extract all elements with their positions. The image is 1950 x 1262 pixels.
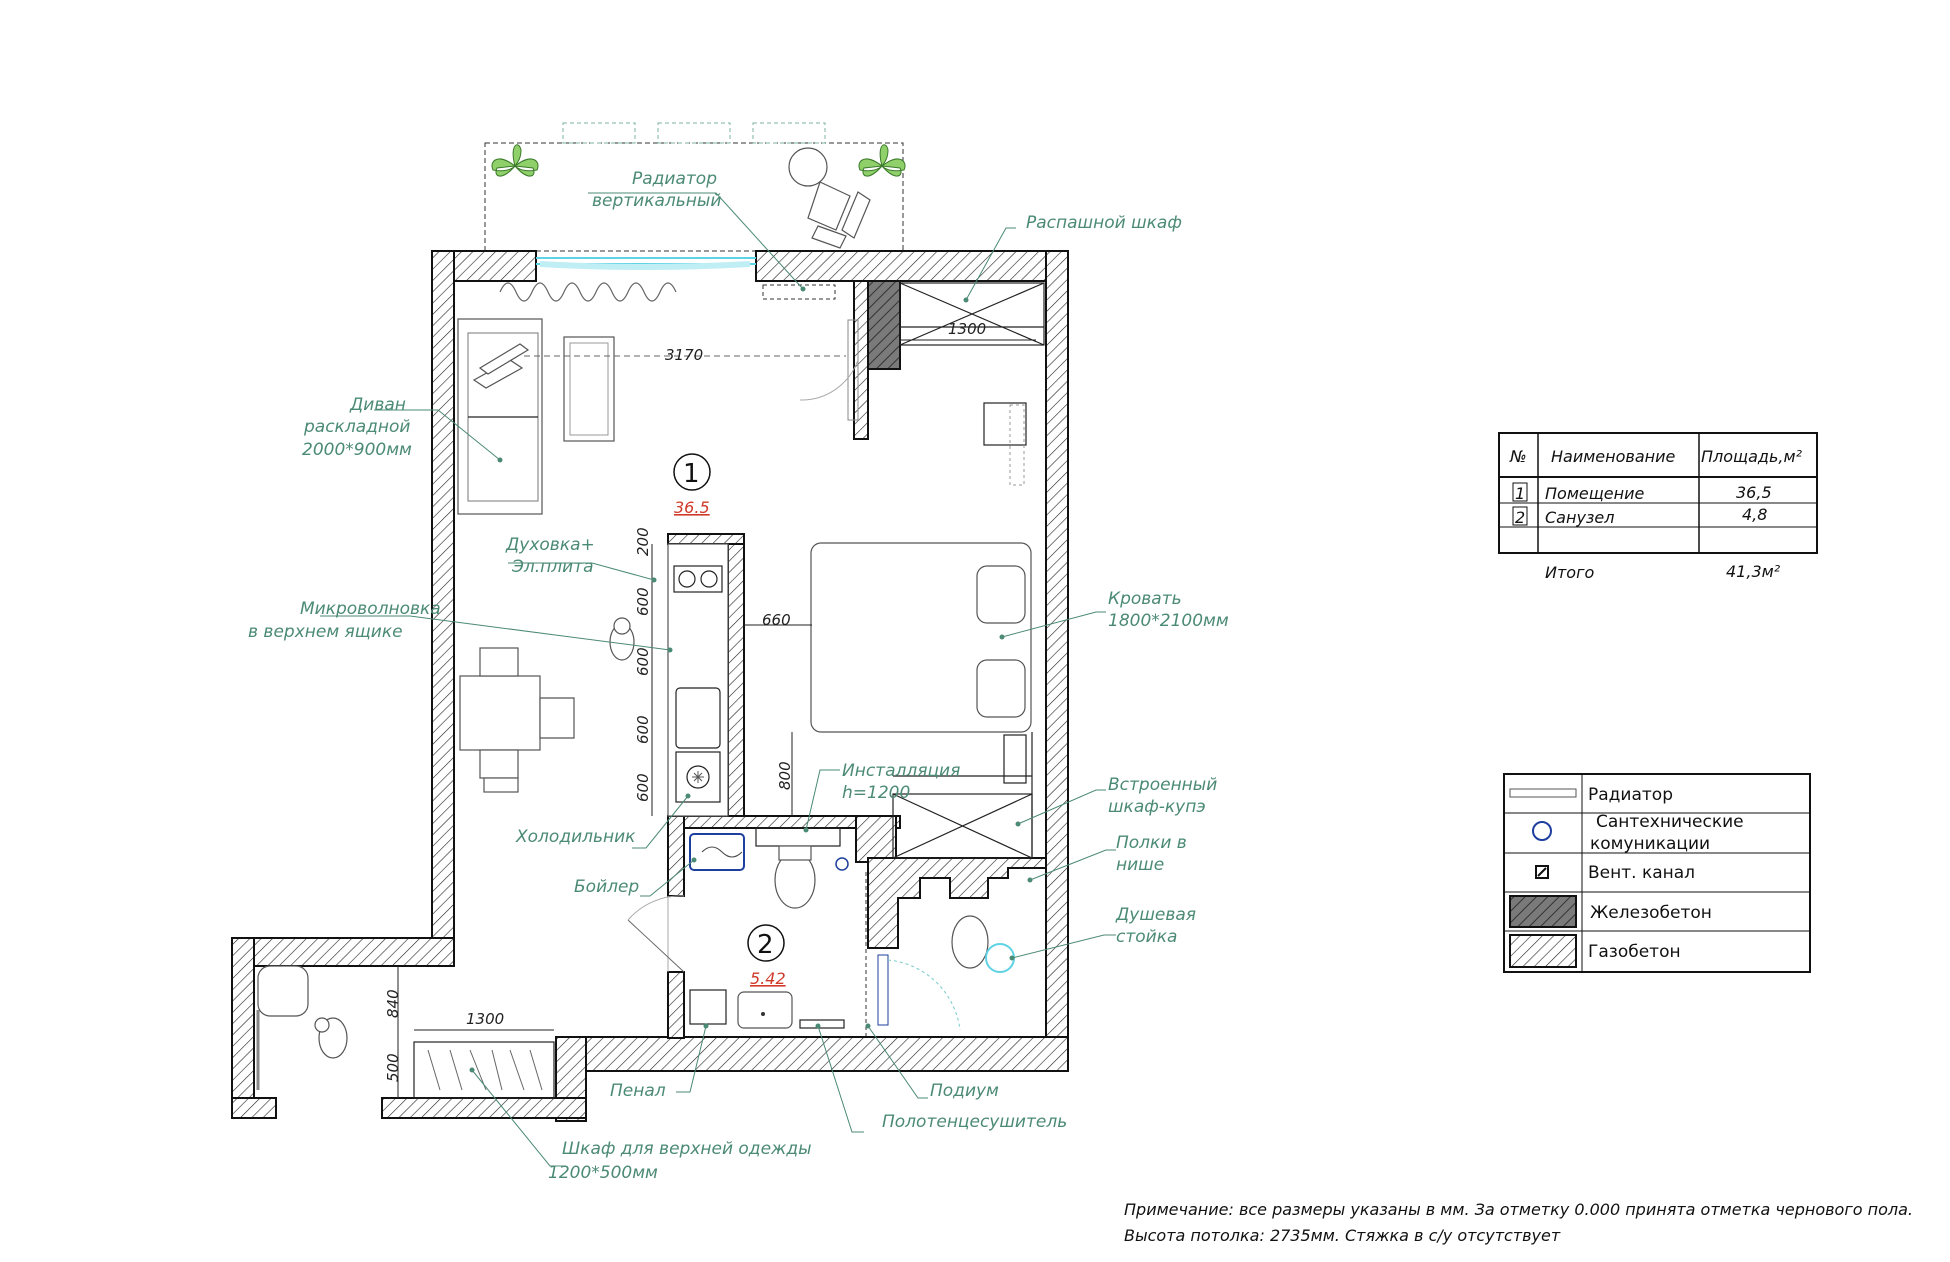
legend-radiator-swatch bbox=[1509, 788, 1577, 798]
armchair-icon bbox=[788, 147, 871, 249]
dim-500: 500 bbox=[384, 1053, 402, 1082]
legend: Радиатор Сантехнические комуникации Вент… bbox=[1503, 773, 1811, 973]
label-shower-2: стойка bbox=[1116, 927, 1177, 947]
table-row-2-name: Санузел bbox=[1545, 508, 1614, 527]
dim-1300-top: 1300 bbox=[948, 320, 986, 338]
label-boiler: Бойлер bbox=[574, 877, 639, 897]
label-towel-dryer: Полотенцесушитель bbox=[882, 1112, 1067, 1132]
dim-840: 840 bbox=[384, 989, 402, 1018]
label-swing-wardrobe: Распашной шкаф bbox=[1026, 213, 1182, 233]
dim-3170: 3170 bbox=[665, 346, 703, 364]
legend-gb: Газобетон bbox=[1588, 942, 1681, 962]
walls bbox=[231, 250, 1069, 1122]
room-area-1: 36.5 bbox=[674, 498, 710, 517]
person-icon bbox=[609, 617, 635, 661]
svg-text:1: 1 bbox=[683, 459, 700, 489]
table-row-1-no: 1 bbox=[1515, 484, 1525, 503]
table-header-area: Площадь,м² bbox=[1701, 447, 1803, 466]
room-marker-2: 2 5.42 bbox=[747, 924, 786, 988]
label-niche-shelves-1: Полки в bbox=[1116, 833, 1187, 853]
dim-660: 660 bbox=[762, 611, 791, 629]
legend-plumbing-1: Сантехнические bbox=[1596, 812, 1744, 832]
table-header-no: № bbox=[1509, 447, 1527, 466]
label-installation-2: h=1200 bbox=[842, 783, 910, 803]
label-podium: Подиум bbox=[930, 1081, 999, 1101]
legend-radiator: Радиатор bbox=[1588, 785, 1673, 805]
coffee-table bbox=[563, 336, 615, 442]
dim-600-c: 600 bbox=[634, 715, 652, 744]
dim-800: 800 bbox=[776, 761, 794, 790]
legend-rc-swatch bbox=[1509, 895, 1577, 928]
outerwear-wardrobe bbox=[413, 1041, 555, 1099]
table-row-1-area: 36,5 bbox=[1736, 483, 1772, 502]
label-outerwear-2: 1200*500мм bbox=[548, 1163, 658, 1183]
room-marker-1: 1 36.5 bbox=[673, 453, 711, 517]
leader-lines bbox=[320, 192, 1116, 1167]
svg-text:2: 2 bbox=[757, 930, 774, 960]
note-line-1: Примечание: все размеры указаны в мм. За… bbox=[1124, 1200, 1913, 1219]
table-header-name: Наименование bbox=[1551, 447, 1675, 466]
radiator-vertical bbox=[762, 284, 836, 300]
swing-wardrobe bbox=[899, 282, 1045, 346]
label-shower-1: Душевая bbox=[1115, 905, 1196, 925]
dim-600-a: 600 bbox=[634, 587, 652, 616]
legend-plumbing-swatch bbox=[1532, 821, 1552, 841]
note-line-2: Высота потолка: 2735мм. Стяжка в с/у отс… bbox=[1124, 1226, 1561, 1245]
dining-set bbox=[459, 647, 575, 793]
dim-200: 200 bbox=[634, 527, 652, 556]
plant-icon bbox=[491, 144, 539, 177]
label-microwave-1: Микроволновка bbox=[300, 599, 441, 619]
area-table: № Наименование Площадь,м² 1 Помещение 36… bbox=[1498, 432, 1818, 582]
legend-vent-swatch bbox=[1535, 865, 1549, 879]
plant-icon bbox=[858, 144, 906, 177]
hall-furniture bbox=[256, 965, 348, 1090]
label-sofa-1: Диван bbox=[349, 395, 406, 415]
table-total-label: Итого bbox=[1545, 563, 1594, 582]
label-builtin-wardrobe-2: шкаф-купэ bbox=[1108, 797, 1206, 817]
bed bbox=[810, 542, 1032, 733]
label-sofa-3: 2000*900мм bbox=[302, 440, 412, 460]
room-area-2: 5.42 bbox=[750, 969, 786, 988]
label-cabinet: Пенал bbox=[610, 1081, 666, 1101]
sofa bbox=[457, 318, 543, 515]
label-microwave-2: в верхнем ящике bbox=[248, 622, 403, 642]
legend-rc: Железобетон bbox=[1590, 903, 1712, 923]
label-radiator-vertical-2: вертикальный bbox=[592, 191, 721, 211]
kitchen-counter bbox=[667, 543, 729, 817]
legend-vent: Вент. канал bbox=[1588, 863, 1695, 883]
label-fridge: Холодильник bbox=[515, 827, 636, 847]
dim-600-b: 600 bbox=[634, 647, 652, 676]
label-bed-2: 1800*2100мм bbox=[1108, 611, 1229, 631]
table-total-value: 41,3м² bbox=[1726, 562, 1781, 581]
dim-600-d: 600 bbox=[634, 773, 652, 802]
table-row-1-name: Помещение bbox=[1545, 484, 1645, 503]
label-niche-shelves-2: нише bbox=[1116, 855, 1164, 875]
label-oven-1: Духовка+ bbox=[505, 535, 595, 555]
label-outerwear-1: Шкаф для верхней одежды bbox=[562, 1139, 812, 1159]
label-builtin-wardrobe-1: Встроенный bbox=[1108, 775, 1217, 795]
label-sofa-2: раскладной bbox=[303, 417, 410, 437]
balcony bbox=[484, 122, 906, 252]
boiler-icon bbox=[689, 833, 745, 871]
dimension-lines bbox=[397, 339, 1036, 1098]
legend-plumbing-2: комуникации bbox=[1590, 834, 1710, 854]
bathroom-fixtures bbox=[627, 827, 1015, 1036]
label-bed-1: Кровать bbox=[1108, 589, 1182, 609]
label-radiator-vertical-1: Радиатор bbox=[632, 169, 717, 189]
table-row-2-no: 2 bbox=[1515, 508, 1525, 527]
label-oven-2: Эл.плита bbox=[511, 557, 594, 577]
label-installation-1: Инсталляция bbox=[842, 761, 960, 781]
builtin-wardrobe bbox=[892, 732, 1033, 859]
table-row-2-area: 4,8 bbox=[1742, 505, 1767, 524]
curtain-icon bbox=[499, 282, 677, 302]
dim-1300-bottom: 1300 bbox=[466, 1010, 504, 1028]
legend-gb-swatch bbox=[1509, 934, 1577, 968]
